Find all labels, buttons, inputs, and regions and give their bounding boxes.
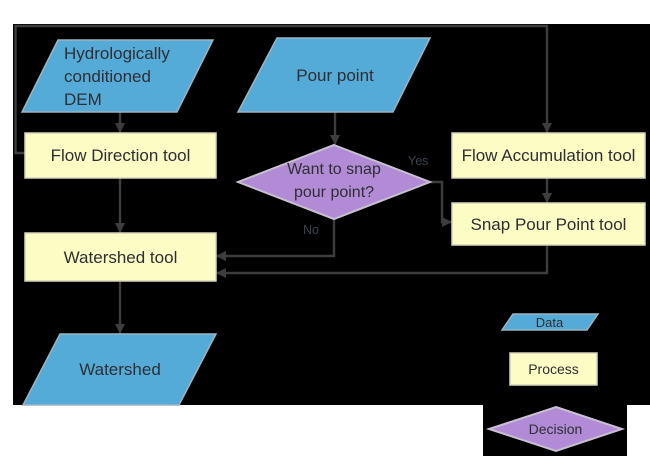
legend-process-shape bbox=[509, 352, 598, 386]
decision-shape bbox=[235, 143, 433, 221]
edge-flow-direction-to-flow-accumulation bbox=[14, 24, 552, 155]
flow-accumulation-shape bbox=[451, 132, 646, 179]
legend-data-shape bbox=[500, 313, 600, 331]
edge-snap-to-watershed-tool bbox=[216, 245, 549, 278]
watershed-shape bbox=[21, 333, 218, 406]
snap-pour-point-shape bbox=[451, 202, 646, 246]
edge-decision-yes-to-snap bbox=[430, 180, 452, 227]
edge-decision-no-to-watershed-tool bbox=[216, 219, 336, 261]
flow-direction-shape bbox=[24, 132, 217, 179]
watershed-tool-shape bbox=[24, 232, 217, 282]
pour-point-shape bbox=[236, 37, 432, 113]
dem-shape bbox=[20, 39, 215, 113]
legend-decision-shape bbox=[485, 405, 626, 453]
